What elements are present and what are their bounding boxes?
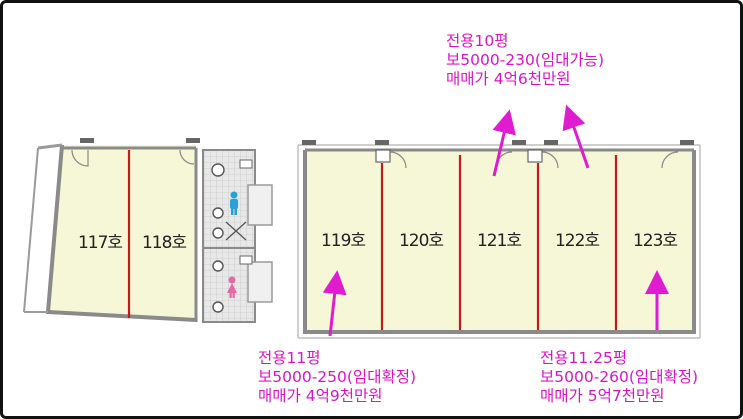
unit-label-123: 123호 (633, 231, 677, 251)
unit-label-121: 121호 (477, 231, 521, 251)
stall-mark (225, 221, 247, 241)
restroom-core (202, 149, 273, 323)
unit-label-119: 119호 (321, 231, 365, 251)
note-bottom-right-price: 매매가 5억7천만원 (540, 387, 665, 405)
toilet-fixture (212, 227, 224, 239)
toilet-fixture (211, 163, 225, 177)
unit-label-122: 122호 (555, 231, 599, 251)
window-mark (80, 138, 94, 143)
note-top-area: 전용10평 (446, 32, 509, 50)
door-swing-icon (179, 149, 195, 165)
window-mark (512, 140, 526, 145)
door-swing-icon (661, 151, 679, 169)
note-bottom-left-price: 매매가 4억9천만원 (258, 387, 383, 405)
male-restroom-icon (230, 191, 238, 215)
annotation-arrows (322, 104, 669, 337)
window-mark (375, 140, 389, 145)
toilet-fixture (212, 301, 224, 313)
window-mark (680, 140, 694, 145)
note-top: 전용10평 보5000-230(임대가능) 매매가 4억6천만원 (446, 32, 604, 89)
unit-label-117: 117호 (78, 233, 122, 253)
door-swing-icon (389, 151, 407, 169)
female-restroom-icon (227, 276, 237, 298)
unit-label-118: 118호 (142, 233, 186, 253)
note-bottom-left: 전용11평 보5000-250(임대확정) 매매가 4억9천만원 (258, 349, 416, 406)
pillar-icon (375, 149, 391, 163)
pillar-icon (527, 149, 543, 163)
window-mark (544, 140, 558, 145)
unit-label-120: 120호 (399, 231, 443, 251)
note-bottom-right: 전용11.25평 보5000-260(임대확정) 매매가 5억7천만원 (540, 349, 698, 406)
note-top-price: 매매가 4억6천만원 (446, 70, 571, 88)
note-bottom-left-lease: 보5000-250(임대확정) (258, 368, 417, 386)
window-mark (302, 140, 316, 145)
window-mark (186, 138, 200, 143)
toilet-fixture (212, 260, 224, 272)
arrow-to-119 (322, 270, 347, 337)
left-block (23, 138, 200, 322)
note-bottom-right-lease: 보5000-260(임대확정) (540, 368, 699, 386)
right-block (297, 140, 701, 339)
door-swing-icon (541, 151, 559, 169)
toilet-fixture (212, 207, 224, 219)
note-top-lease: 보5000-230(임대가능) (446, 51, 605, 69)
door-swing-icon (71, 149, 89, 167)
arrow-to-121 (492, 109, 516, 177)
arrow-to-122 (562, 104, 590, 169)
note-bottom-left-area: 전용11평 (258, 349, 321, 367)
note-bottom-right-area: 전용11.25평 (540, 349, 628, 367)
